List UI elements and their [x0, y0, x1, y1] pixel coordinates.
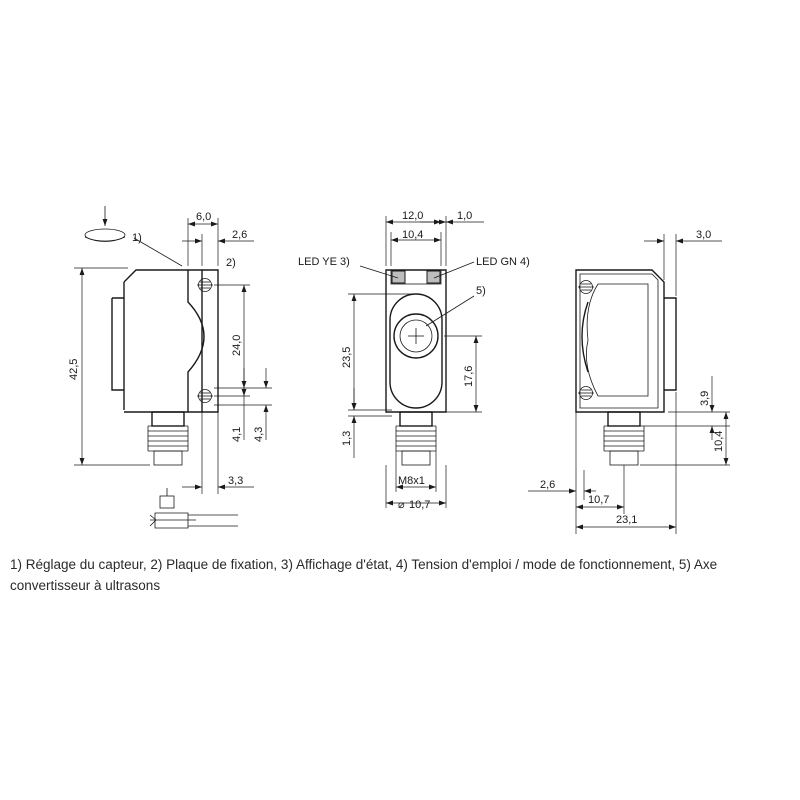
side-view: 1) 2) 6,0 2,6 42,5 24,0 4,1 4,3 3,3	[68, 206, 272, 529]
dim-rear-23-1: 23,1	[616, 514, 637, 526]
dim-front-10-7: 10,7	[409, 499, 430, 511]
dim-side-24-0: 24,0	[231, 335, 243, 356]
diameter-symbol: ⌀	[398, 499, 405, 511]
dim-side-42-5: 42,5	[68, 359, 80, 380]
dim-front-1-3: 1,3	[341, 431, 353, 446]
dim-front-thread: M8x1	[398, 475, 425, 487]
dim-side-3-3: 3,3	[228, 475, 243, 487]
dim-rear-10-7: 10,7	[588, 494, 609, 506]
dim-front-12-0: 12,0	[402, 210, 423, 222]
rear-view: 3,0 3,9 10,4 2,6 10,7 23,1	[528, 229, 730, 534]
dim-front-23-5: 23,5	[341, 347, 353, 368]
dim-side-2-6: 2,6	[232, 229, 247, 241]
figure-caption: 1) Réglage du capteur, 2) Plaque de fixa…	[10, 557, 718, 593]
dim-rear-2-6: 2,6	[540, 479, 555, 491]
led-yellow	[391, 270, 406, 284]
label-led-yellow: LED YE 3)	[298, 256, 350, 268]
dim-front-17-6: 17,6	[463, 366, 475, 387]
dim-rear-3-9: 3,9	[699, 391, 711, 406]
dim-side-6-0: 6,0	[196, 211, 211, 223]
dimension-drawing: 1) 2) 6,0 2,6 42,5 24,0 4,1 4,3 3,3	[68, 206, 730, 534]
led-green	[426, 270, 441, 284]
front-view: LED YE 3) LED GN 4) 5) 12,0 10,4 1,0 23,…	[298, 210, 530, 511]
dim-rear-3-0: 3,0	[696, 229, 711, 241]
dim-rear-10-4: 10,4	[713, 431, 725, 452]
callout-1: 1)	[132, 232, 142, 244]
dim-front-1-0: 1,0	[457, 210, 472, 222]
dim-front-10-4: 10,4	[402, 229, 423, 241]
callout-2: 2)	[226, 257, 236, 269]
dim-side-4-3: 4,3	[253, 427, 265, 442]
callout-5: 5)	[476, 285, 486, 297]
dim-side-4-1: 4,1	[231, 427, 243, 442]
angled-connector-detail	[149, 488, 238, 529]
label-led-green: LED GN 4)	[476, 256, 530, 268]
adjustment-screw-icon	[84, 206, 126, 242]
